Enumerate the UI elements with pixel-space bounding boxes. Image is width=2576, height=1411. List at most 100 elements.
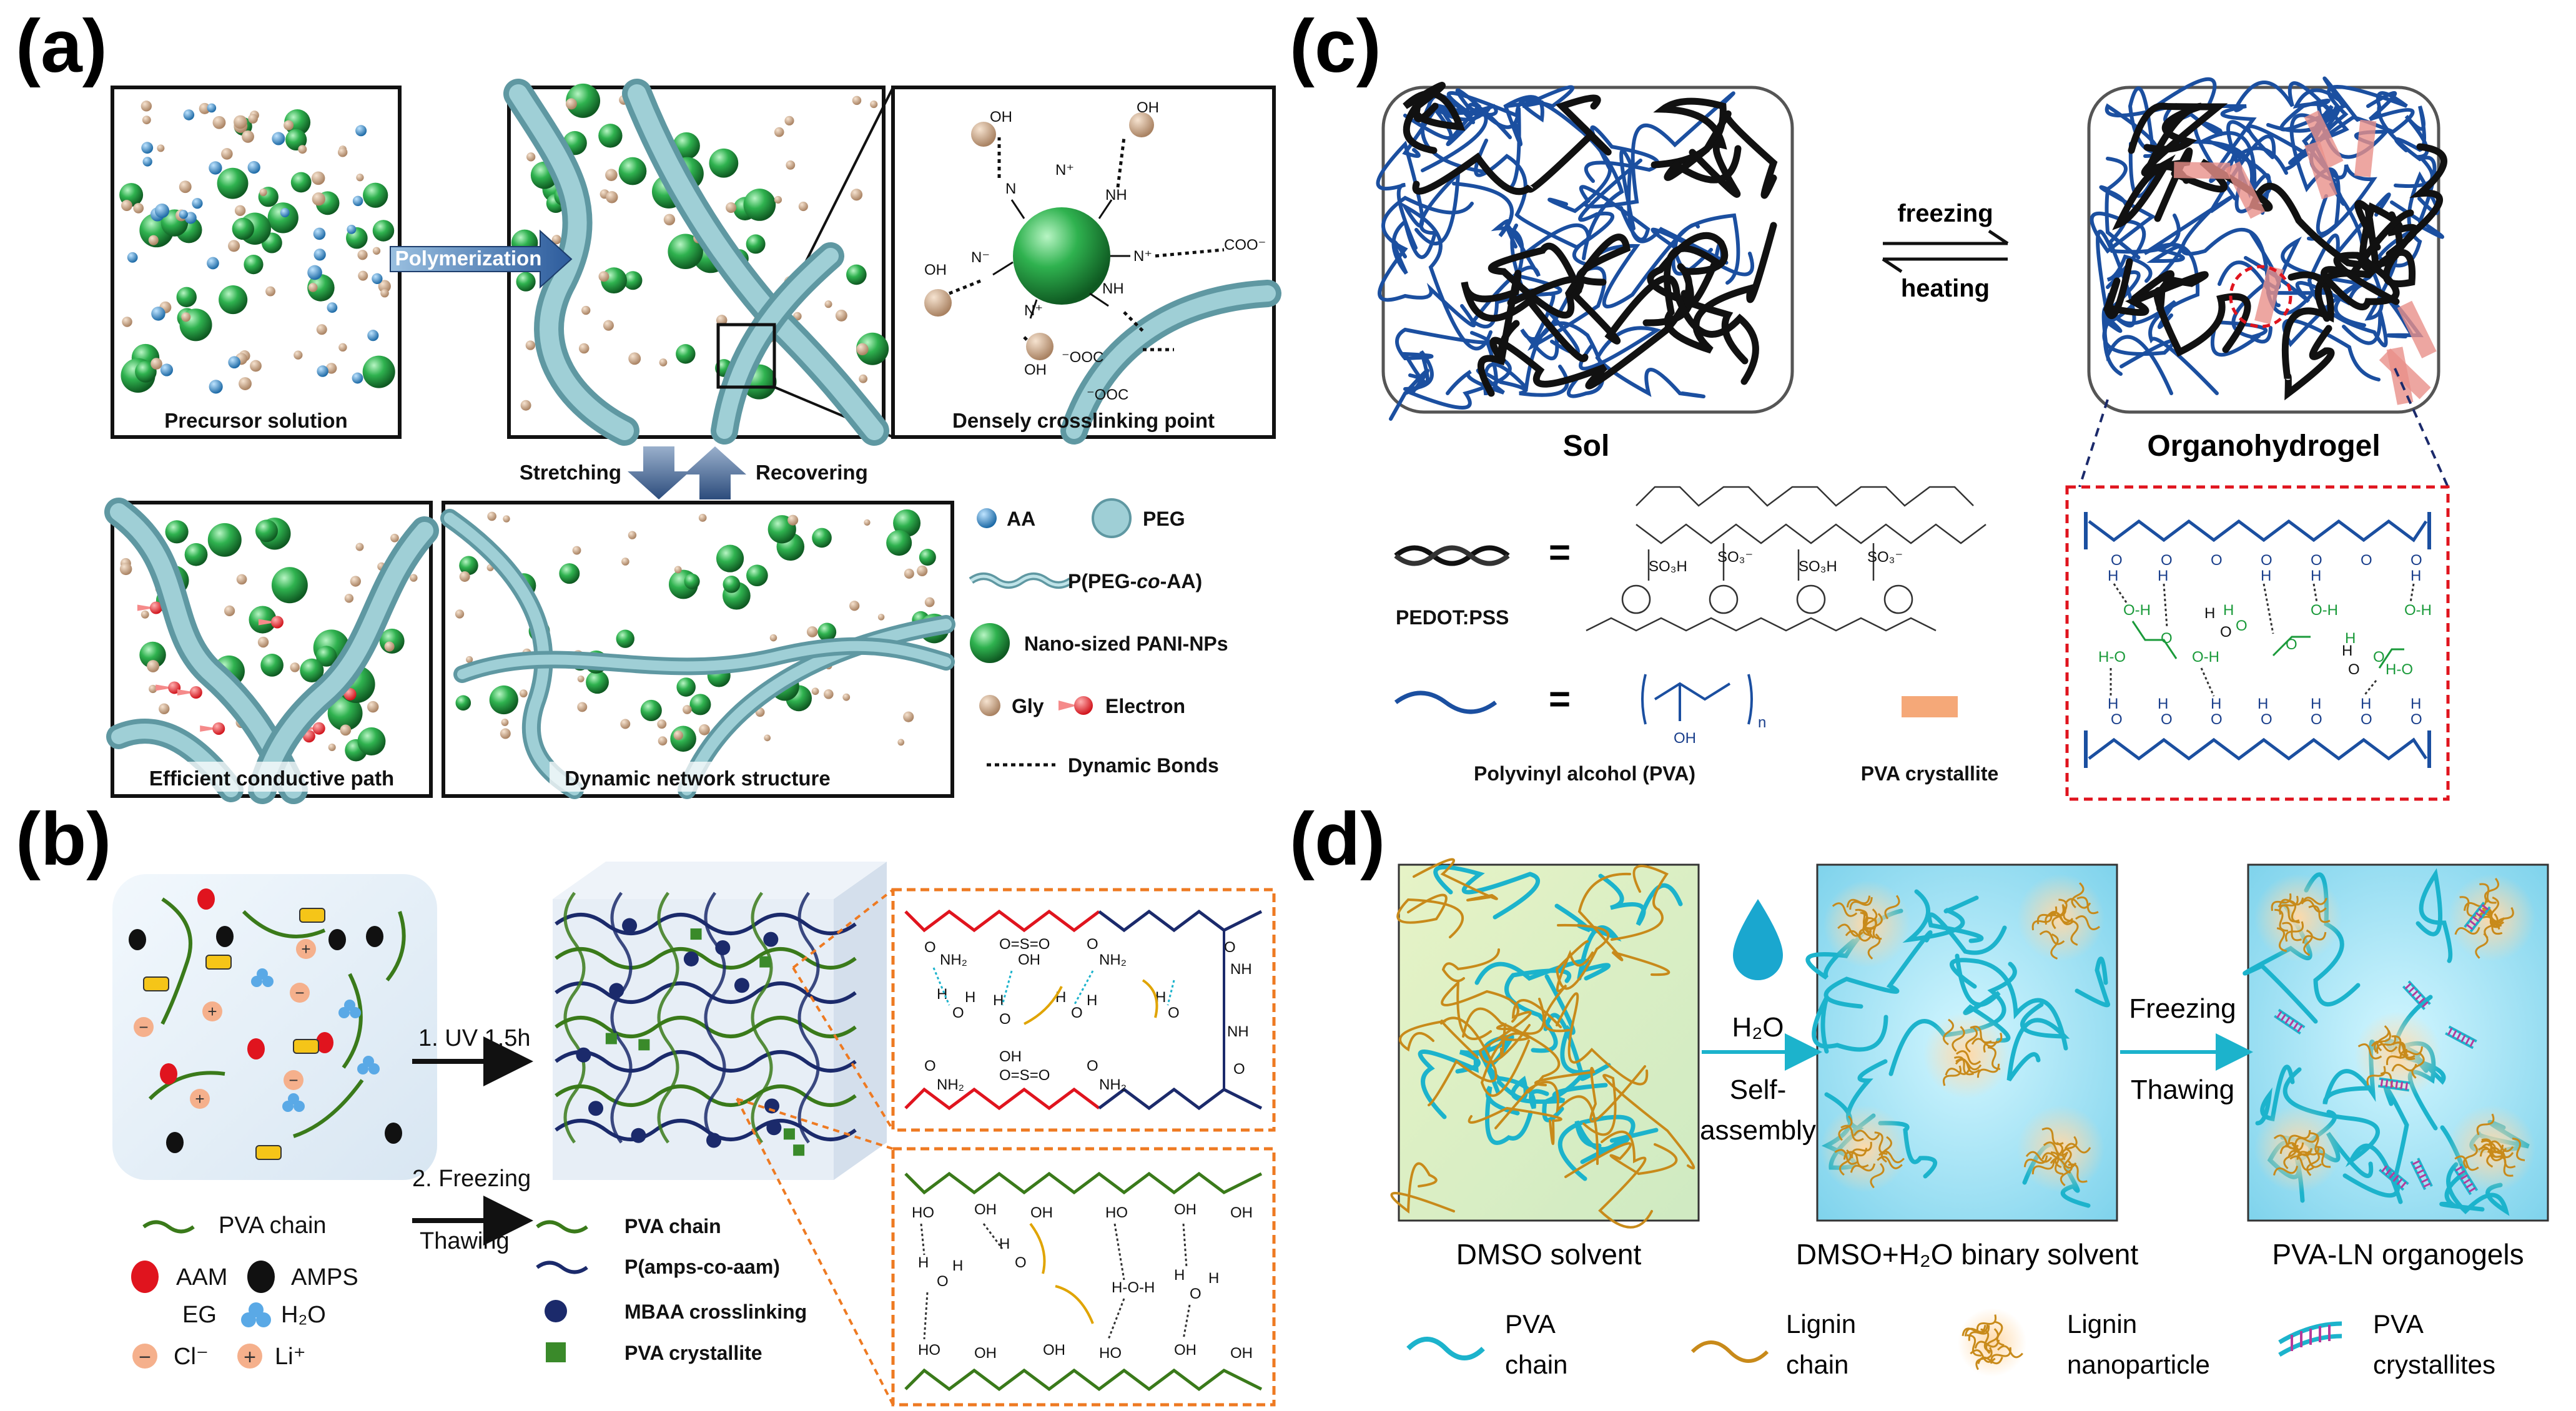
pva-crystallite	[2304, 140, 2337, 200]
particle	[716, 544, 744, 573]
chain	[1555, 923, 1610, 990]
polymer-chain	[1402, 103, 1498, 158]
svg-text:N: N	[1005, 180, 1016, 197]
legend-pva-1: PVA	[1505, 1309, 1556, 1339]
polymer-chain	[1461, 269, 1589, 397]
svg-text:O: O	[2286, 636, 2297, 653]
particle	[325, 363, 337, 374]
particle	[160, 363, 174, 376]
zoom-box-top	[891, 888, 1276, 1132]
svg-text:O: O	[2220, 624, 2232, 641]
polymer-chain	[2394, 106, 2434, 188]
particle	[683, 705, 692, 714]
cl-icon	[132, 1344, 157, 1369]
particle	[620, 719, 631, 729]
electron-icon	[1074, 696, 1093, 715]
pani-nanoparticle	[1013, 207, 1110, 305]
pva-crystallite	[783, 1128, 795, 1140]
svg-text:+: +	[244, 1345, 256, 1369]
pani-icon	[970, 623, 1010, 663]
polymer-chain	[1547, 125, 1660, 214]
mbaa-crosslink	[734, 978, 749, 993]
eg-molecule	[293, 1039, 319, 1054]
svg-text:H: H	[1208, 1270, 1219, 1287]
electron	[270, 616, 284, 629]
legend-pani: Nano-sized PANI-NPs	[1024, 632, 1228, 655]
freezing-label: freezing	[1897, 200, 1993, 227]
ion	[190, 1089, 210, 1109]
legend-copolymer-b: P(amps-co-aam)	[624, 1256, 780, 1278]
particle	[723, 576, 741, 593]
particle	[663, 214, 676, 225]
legend-mbaa: MBAA crosslinking	[624, 1300, 807, 1323]
svg-text:COO⁻: COO⁻	[1224, 237, 1266, 253]
svg-text:O: O	[2111, 711, 2123, 728]
particle	[605, 169, 618, 182]
svg-text:H: H	[2108, 568, 2118, 584]
svg-text:H: H	[2411, 568, 2421, 584]
particle	[897, 739, 905, 746]
mbaa-crosslink	[588, 1101, 604, 1116]
particle	[372, 220, 395, 242]
svg-text:O: O	[2411, 552, 2422, 569]
copolymer-prefix: P(PEG-	[1068, 570, 1137, 592]
chain	[1598, 1130, 1653, 1229]
panel-d-chains	[1390, 858, 2535, 1229]
zoom-circle	[2229, 265, 2292, 328]
chain	[2416, 868, 2453, 963]
particle	[380, 288, 389, 298]
svg-text:NH: NH	[1227, 1023, 1249, 1040]
svg-text:NH: NH	[1102, 280, 1124, 297]
amps-icon	[247, 1261, 275, 1293]
particle	[290, 172, 312, 193]
particle	[207, 523, 242, 557]
particle	[657, 719, 667, 729]
stretching-arrow	[628, 446, 690, 499]
pva-crystallite	[2304, 110, 2344, 168]
svg-text:O: O	[924, 1058, 936, 1074]
svg-text:−: −	[139, 1345, 151, 1369]
chain	[1478, 999, 1562, 1064]
pva-crystallite	[2225, 161, 2266, 219]
svg-text:O: O	[924, 939, 936, 956]
svg-text:SO₃H: SO₃H	[1649, 558, 1687, 575]
chain	[1564, 1142, 1678, 1178]
freeze-heat-arrows	[1882, 229, 2009, 273]
svg-text:N⁻: N⁻	[971, 249, 990, 266]
particle	[598, 271, 609, 282]
svg-text:−: −	[289, 1071, 298, 1089]
pva-crystallite	[759, 956, 771, 968]
chain	[1428, 1016, 1498, 1106]
particle	[357, 250, 368, 260]
legend-lignin-2: chain	[1786, 1350, 1848, 1379]
particle	[746, 234, 766, 254]
particle	[212, 116, 226, 129]
svg-text:OH: OH	[1674, 730, 1696, 747]
svg-text:H-O: H-O	[2098, 649, 2126, 666]
svg-text:O: O	[1015, 1254, 1027, 1271]
particle	[842, 693, 851, 701]
svg-text:HO: HO	[918, 1342, 940, 1359]
binary-caption: DMSO+H₂O binary solvent	[1796, 1238, 2139, 1271]
svg-text:OH: OH	[999, 1048, 1022, 1065]
particle	[640, 699, 662, 721]
svg-text:O=S=O: O=S=O	[999, 936, 1050, 953]
mbaa-icon	[545, 1300, 567, 1322]
electron	[212, 722, 225, 735]
svg-text:O: O	[1233, 1061, 1245, 1078]
particle	[603, 320, 614, 331]
zoom-square	[716, 323, 776, 389]
svg-text:NH₂: NH₂	[1099, 1076, 1127, 1093]
particle	[133, 203, 144, 214]
particle	[344, 594, 354, 603]
panel-b-legend-right: PVA chain P(amps-co-aam) MBAA crosslinki…	[536, 1215, 807, 1364]
particle	[786, 160, 796, 170]
electron	[149, 601, 162, 614]
particle	[466, 656, 473, 663]
electron-trail	[258, 619, 277, 626]
chain	[1433, 865, 1540, 920]
legend-pva-chain-2: PVA chain	[624, 1215, 721, 1237]
particle	[893, 509, 921, 537]
pva-crystallite	[2402, 980, 2431, 1010]
chain	[1462, 1007, 1561, 1094]
